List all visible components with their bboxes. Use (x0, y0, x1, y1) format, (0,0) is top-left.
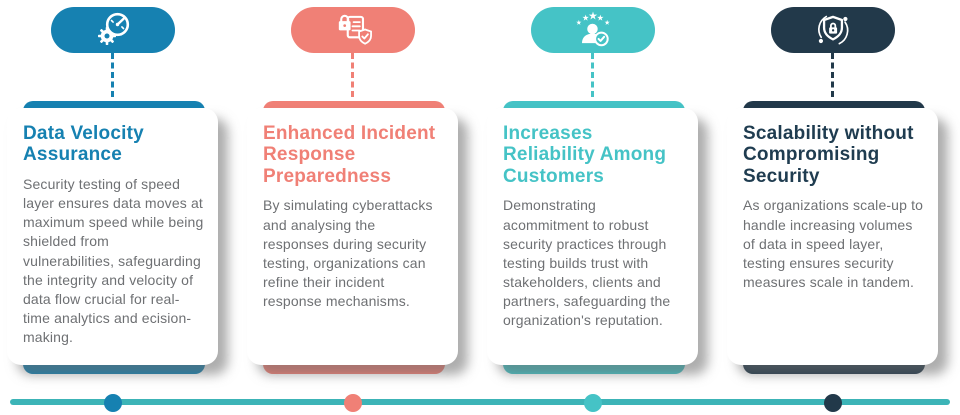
customer-rating-check-icon (575, 11, 610, 47)
card-title: Enhanced Incident Response Preparedness (263, 123, 436, 187)
benefit-column-incident-response: Enhanced Incident Response Preparedness … (247, 0, 458, 412)
card-surface: Scalability without Compromising Securit… (727, 108, 938, 365)
dotted-connector (831, 53, 834, 97)
timeline-dot (583, 394, 602, 412)
icon-pill (530, 7, 655, 53)
card-title: Data Velocity Assurance (23, 123, 144, 166)
benefit-card: Enhanced Incident Response Preparedness … (247, 101, 458, 374)
timeline-dot (103, 394, 122, 412)
card-surface: Enhanced Incident Response Preparedness … (247, 108, 458, 365)
card-body: Demonstrating acommitment to robust secu… (503, 197, 671, 329)
icon-pill (50, 7, 175, 53)
timeline-dot (823, 394, 842, 412)
timeline-line (10, 399, 950, 405)
secure-document-check-icon (338, 14, 372, 45)
benefit-column-reliability: Increases Reliability Among Customers De… (487, 0, 698, 412)
dotted-connector (351, 53, 354, 97)
card-title: Increases Reliability Among Customers (503, 123, 667, 187)
card-body: By simulating cyberattacks and analysing… (263, 197, 433, 310)
benefit-columns: Data Velocity Assurance Security testing… (7, 0, 938, 412)
shield-lock-icon (817, 15, 848, 45)
card-title: Scalability without Compromising Securit… (743, 123, 914, 187)
card-body: Security testing of speed layer ensures … (23, 175, 204, 346)
timeline-dot (343, 394, 362, 412)
benefit-card: Scalability without Compromising Securit… (727, 101, 938, 374)
card-surface: Increases Reliability Among Customers De… (487, 108, 698, 365)
card-surface: Data Velocity Assurance Security testing… (7, 108, 218, 365)
speedometer-gear-icon (97, 12, 129, 45)
benefit-column-data-velocity: Data Velocity Assurance Security testing… (7, 0, 218, 412)
icon-pill (290, 7, 415, 53)
benefit-card: Data Velocity Assurance Security testing… (7, 101, 218, 374)
benefit-column-scalability: Scalability without Compromising Securit… (727, 0, 938, 412)
card-body: As organizations scale-up to handle incr… (743, 197, 924, 291)
benefit-card: Increases Reliability Among Customers De… (487, 101, 698, 374)
dotted-connector (591, 53, 594, 97)
dotted-connector (111, 53, 114, 97)
icon-pill (770, 7, 895, 53)
